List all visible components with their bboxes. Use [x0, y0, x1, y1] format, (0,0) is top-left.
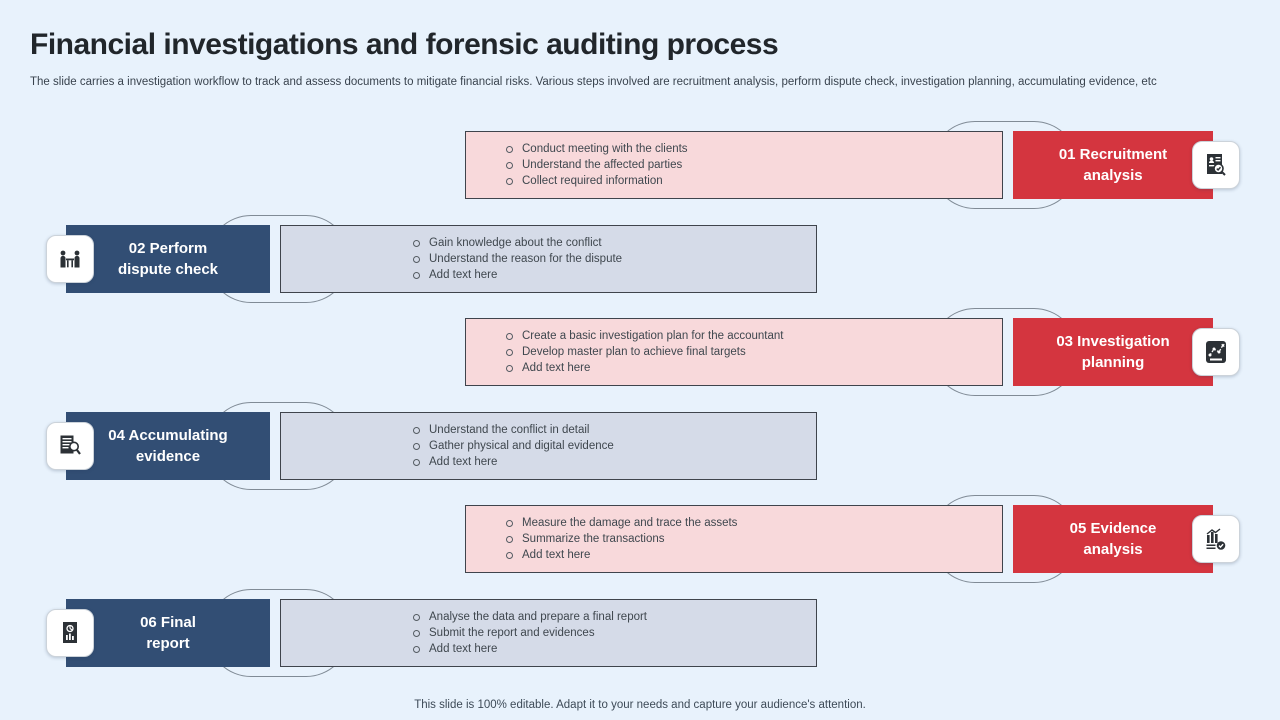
step-01-label: 01 Recruitment analysis — [1013, 131, 1213, 199]
step-05-label: 05 Evidence analysis — [1013, 505, 1213, 573]
report-chart-icon — [46, 609, 94, 657]
bullet-item: Add text here — [411, 641, 816, 657]
bullet-item: Conduct meeting with the clients — [504, 141, 1002, 157]
step-04-textbox: Understand the conflict in detail Gather… — [280, 412, 817, 480]
bullet-item: Develop master plan to achieve final tar… — [504, 344, 1002, 360]
step-06-label: 06 Final report — [66, 599, 270, 667]
step-05-textbox: Measure the damage and trace the assets … — [465, 505, 1003, 573]
resume-search-icon — [1192, 141, 1240, 189]
bullet-item: Add text here — [411, 267, 816, 283]
bullet-item: Understand the conflict in detail — [411, 422, 816, 438]
bullet-item: Measure the damage and trace the assets — [504, 515, 1002, 531]
bullet-item: Understand the affected parties — [504, 157, 1002, 173]
bullet-item: Collect required information — [504, 173, 1002, 189]
step-01-textbox: Conduct meeting with the clients Underst… — [465, 131, 1003, 199]
bullet-item: Gather physical and digital evidence — [411, 438, 816, 454]
bullet-item: Submit the report and evidences — [411, 625, 816, 641]
bullet-item: Add text here — [504, 547, 1002, 563]
step-03-textbox: Create a basic investigation plan for th… — [465, 318, 1003, 386]
bullet-item: Understand the reason for the dispute — [411, 251, 816, 267]
step-row-05: Measure the damage and trace the assets … — [0, 492, 1280, 586]
bullet-item: Summarize the transactions — [504, 531, 1002, 547]
page-subtitle: The slide carries a investigation workfl… — [30, 76, 1157, 88]
step-row-04: 04 Accumulating evidence Understand the … — [0, 399, 1280, 493]
negotiation-icon — [46, 235, 94, 283]
step-06-textbox: Analyse the data and prepare a final rep… — [280, 599, 817, 667]
bullet-item: Gain knowledge about the conflict — [411, 235, 816, 251]
chart-analysis-icon — [1192, 515, 1240, 563]
step-row-03: Create a basic investigation plan for th… — [0, 305, 1280, 399]
bullet-item: Add text here — [411, 454, 816, 470]
step-04-label: 04 Accumulating evidence — [66, 412, 270, 480]
bullet-item: Create a basic investigation plan for th… — [504, 328, 1002, 344]
bullet-item: Add text here — [504, 360, 1002, 376]
strategy-plan-icon — [1192, 328, 1240, 376]
step-02-label: 02 Perform dispute check — [66, 225, 270, 293]
step-03-label: 03 Investigation planning — [1013, 318, 1213, 386]
step-row-02: 02 Perform dispute check Gain knowledge … — [0, 212, 1280, 306]
step-row-06: 06 Final report Analyse the data and pre… — [0, 586, 1280, 680]
footer-note: This slide is 100% editable. Adapt it to… — [414, 699, 866, 711]
step-row-01: Conduct meeting with the clients Underst… — [0, 118, 1280, 212]
bullet-item: Analyse the data and prepare a final rep… — [411, 609, 816, 625]
step-02-textbox: Gain knowledge about the conflict Unders… — [280, 225, 817, 293]
page-title: Financial investigations and forensic au… — [30, 28, 779, 61]
document-search-icon — [46, 422, 94, 470]
